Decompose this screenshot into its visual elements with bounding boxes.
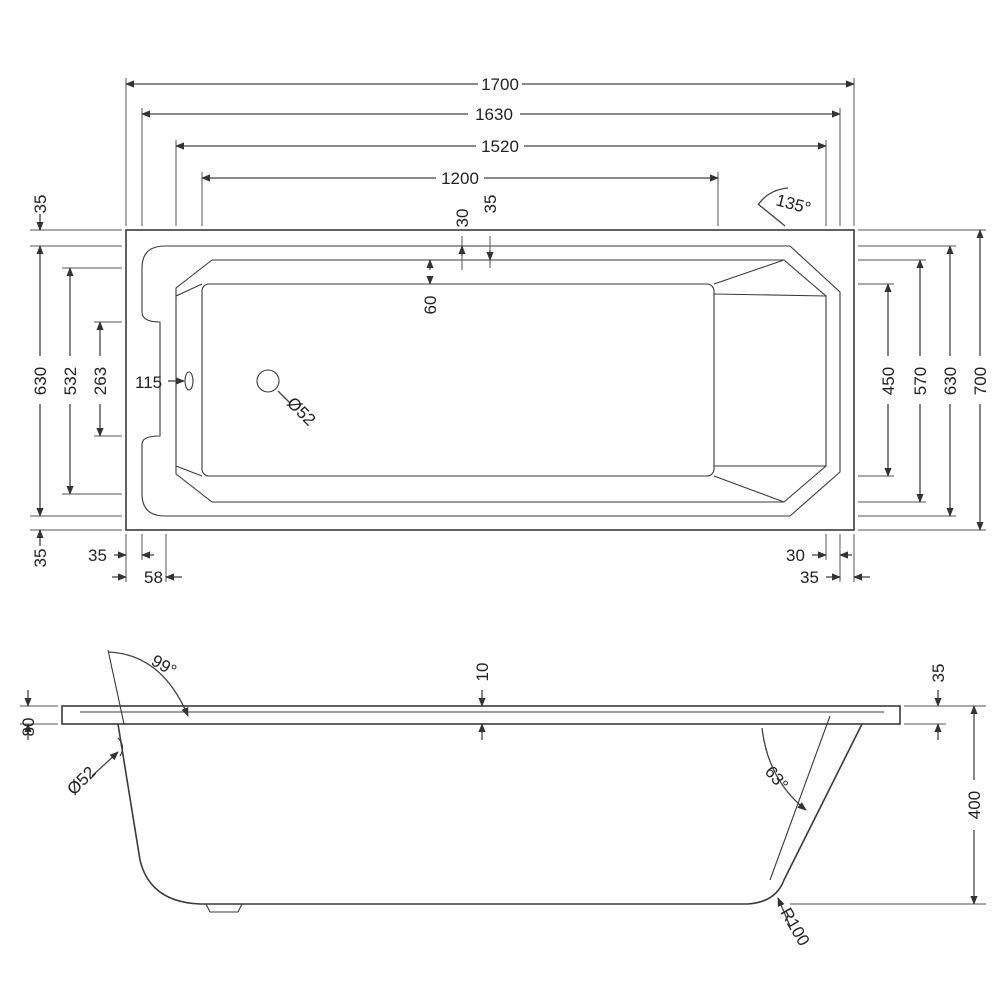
dim-35-top-left-label: 35 [31, 195, 50, 214]
dim-80-label: 80 [19, 718, 38, 737]
dim-58-label: 58 [144, 568, 163, 587]
angle-99-label: 99° [148, 651, 180, 680]
waste-leader [277, 390, 291, 404]
plan-outer-rim [125, 229, 855, 531]
angle-99-arc [107, 651, 189, 717]
angle-63-arc [761, 727, 807, 811]
angle-135-leg [757, 203, 786, 227]
elevation-foot [205, 903, 243, 913]
side-elevation: 99° 10 35 80 Ø52 63° 400 R100 [19, 649, 986, 950]
dim-1520-label: 1520 [481, 137, 519, 156]
dim-35-bottom-label: 35 [88, 546, 107, 565]
elevation-overflow [117, 737, 124, 757]
elevation-end-line [107, 649, 125, 725]
radius-label: R100 [777, 905, 814, 950]
dim-30-inner-label: 30 [453, 209, 472, 228]
plan-inner-rim [141, 245, 841, 517]
waste-outlet [256, 369, 280, 393]
overflow-dia-label: Ø52 [63, 763, 99, 799]
dim-630-right-label: 630 [941, 367, 960, 395]
dim-450-label: 450 [879, 367, 898, 395]
plan-basin-floor [201, 283, 715, 477]
dim-532-label: 532 [61, 367, 80, 395]
angle-135-label: 135° [774, 191, 813, 218]
dim-1700-label: 1700 [481, 75, 519, 94]
plan-chamfer-lines [175, 259, 827, 503]
plan-view: 1700 1630 1520 1200 135° 35 630 [30, 75, 990, 587]
dim-30-bottom-right-label: 30 [786, 546, 805, 565]
overflow-leader [91, 751, 119, 777]
radius-leader [777, 897, 791, 927]
dim-60-label: 60 [421, 296, 440, 315]
elevation-body [117, 723, 863, 905]
dim-1200-label: 1200 [441, 169, 479, 188]
dim-10-label: 10 [473, 663, 492, 682]
dim-35-elev-label: 35 [929, 664, 948, 683]
dim-1630-label: 1630 [475, 105, 513, 124]
plan-bottom-extension-lines [125, 534, 855, 582]
overflow-symbol [184, 371, 194, 391]
dim-35-bottom-right-label: 35 [800, 568, 819, 587]
dim-700-label: 700 [971, 367, 990, 395]
dim-35-inner-label: 35 [481, 195, 500, 214]
elevation-backrest-line [769, 715, 831, 881]
dim-570-label: 570 [911, 367, 930, 395]
dim-115-label: 115 [135, 373, 162, 392]
dim-35-bottom-left-label: 35 [31, 549, 50, 568]
angle-63-label: 63° [761, 762, 792, 794]
angle-135-arc [757, 187, 789, 206]
dim-263-label: 263 [91, 367, 110, 395]
waste-dia-label: Ø52 [283, 393, 319, 429]
dim-400-label: 400 [965, 791, 984, 819]
dim-630-left-label: 630 [31, 367, 50, 395]
